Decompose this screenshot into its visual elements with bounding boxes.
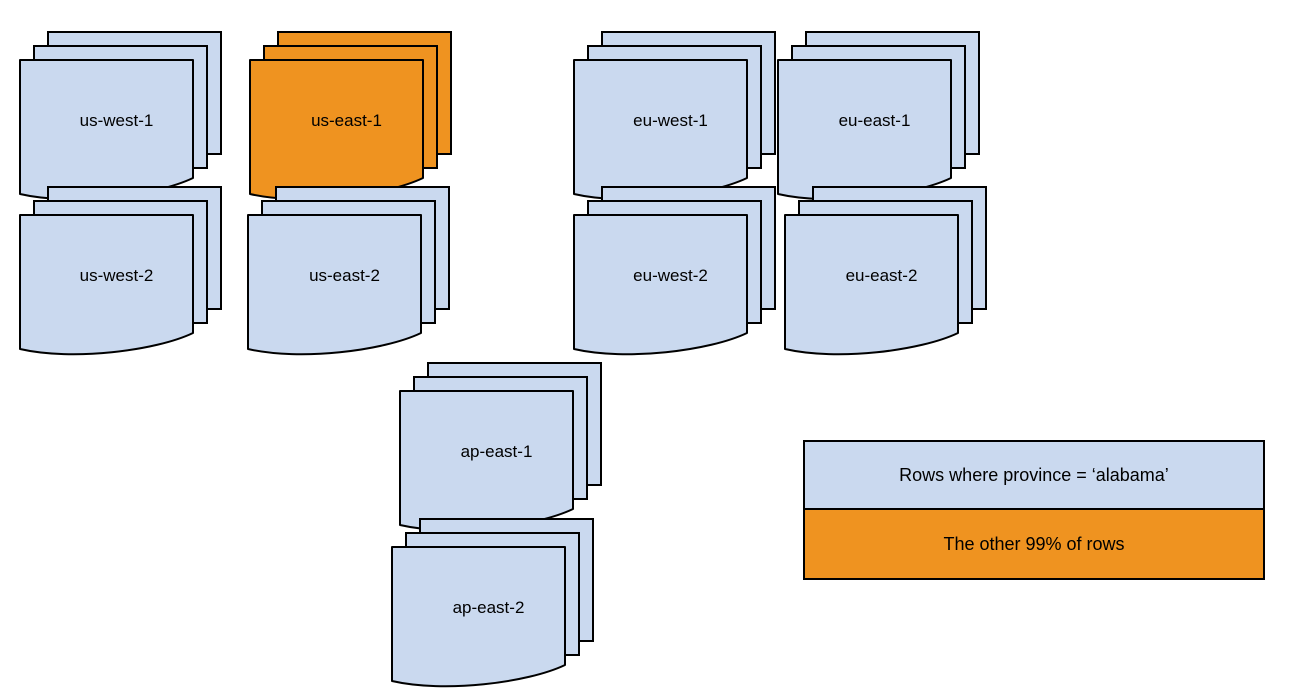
stack-sheet-front: [391, 546, 566, 688]
document-stack-icon: [247, 186, 450, 356]
document-stack-icon: [249, 31, 452, 201]
document-stack-icon: [19, 31, 222, 201]
document-stack-icon: [399, 362, 602, 532]
stack-sheet-front: [784, 214, 959, 356]
document-stack-icon: [391, 518, 594, 688]
stack-sheet-front: [247, 214, 422, 356]
legend: Rows where province = ‘alabama’ The othe…: [803, 440, 1265, 580]
document-stack-icon: [784, 186, 987, 356]
region-stack[interactable]: ap-east-1: [399, 362, 610, 533]
legend-row-orange: The other 99% of rows: [805, 510, 1263, 578]
stack-sheet-front: [19, 59, 194, 201]
region-stack[interactable]: eu-east-2: [784, 186, 995, 357]
stack-sheet-front: [399, 390, 574, 532]
region-stack[interactable]: us-west-1: [19, 31, 230, 202]
document-stack-icon: [777, 31, 980, 201]
region-stack[interactable]: us-east-1: [249, 31, 460, 202]
region-stack[interactable]: ap-east-2: [391, 518, 602, 689]
document-stack-icon: [573, 186, 776, 356]
stack-sheet-front: [573, 59, 748, 201]
stack-sheet-front: [777, 59, 952, 201]
legend-label-orange: The other 99% of rows: [943, 533, 1125, 554]
legend-row-blue: Rows where province = ‘alabama’: [805, 442, 1263, 510]
document-stack-icon: [19, 186, 222, 356]
region-stack[interactable]: eu-west-1: [573, 31, 784, 202]
region-stack[interactable]: us-east-2: [247, 186, 458, 357]
stack-sheet-front: [573, 214, 748, 356]
legend-label-blue: Rows where province = ‘alabama’: [899, 464, 1169, 485]
stack-sheet-front: [249, 59, 424, 201]
region-stack[interactable]: eu-west-2: [573, 186, 784, 357]
region-stack[interactable]: us-west-2: [19, 186, 230, 357]
stack-sheet-front: [19, 214, 194, 356]
document-stack-icon: [573, 31, 776, 201]
region-stack[interactable]: eu-east-1: [777, 31, 988, 202]
